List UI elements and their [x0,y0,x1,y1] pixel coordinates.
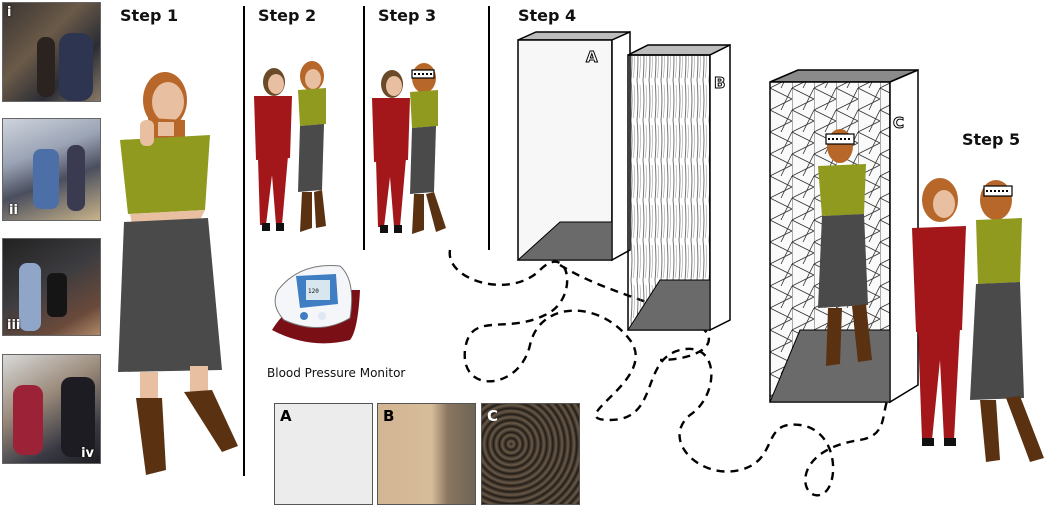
swatch-label: A [280,407,292,425]
separator-2 [363,6,365,250]
photo-label: iv [81,446,94,461]
photo-ii: ii [2,118,101,221]
booth-label-c: C [893,114,904,132]
photo-iii: iii [2,238,101,336]
woman-figure-large [118,72,238,475]
monitor-display: 120 [308,288,319,295]
photo-iv: iv [2,354,101,464]
step-1-label: Step 1 [120,6,179,25]
texture-swatch-a: A [274,403,373,505]
separator-1 [243,6,245,476]
booth-label-b: B [714,74,725,92]
step3-figures [372,63,446,234]
step2-figures [254,61,326,232]
photo-i: i [2,2,101,102]
monitor-caption: Blood Pressure Monitor [267,366,406,380]
step-3-label: Step 3 [378,6,437,25]
swatch-label: B [383,407,395,425]
separator-3 [488,6,490,250]
booth-label-a: A [586,48,598,66]
blood-pressure-monitor: 120 [272,265,360,344]
swatch-label: C [487,407,499,425]
walking-path [448,249,892,497]
step-5-label: Step 5 [962,130,1021,149]
photo-label: ii [9,203,18,218]
photo-label: iii [7,318,21,333]
photo-label: i [7,5,12,20]
woman-figure-in-booth [818,129,872,366]
step-2-label: Step 2 [258,6,317,25]
texture-swatch-b: B [377,403,476,505]
step-4-label: Step 4 [518,6,577,25]
booth-b [627,43,731,332]
texture-swatch-c: C [481,403,580,505]
step5-figures [912,178,1044,462]
booth-a [516,30,631,262]
